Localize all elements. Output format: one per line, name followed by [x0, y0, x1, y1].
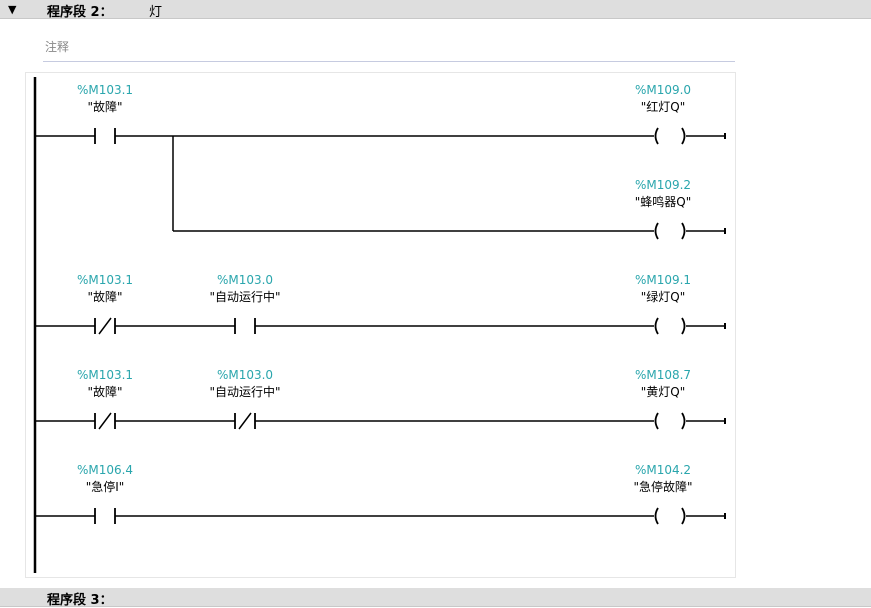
coil-address: %M104.2 [635, 463, 691, 477]
contact-address: %M103.1 [77, 368, 133, 382]
nc-contact[interactable] [94, 317, 116, 335]
coil-name: "黄灯Q" [641, 385, 686, 399]
contact-name: "自动运行中" [209, 289, 280, 304]
next-network-header[interactable]: 程序段 3： [0, 588, 871, 608]
contact-name: "故障" [87, 384, 122, 399]
coil-address: %M108.7 [635, 368, 691, 382]
coil[interactable] [654, 222, 686, 240]
network-title: 程序段 2： [47, 5, 113, 20]
coil-name: "红灯Q" [641, 99, 686, 114]
no-contact[interactable] [94, 128, 116, 144]
coil[interactable] [654, 317, 686, 335]
nc-contact[interactable] [234, 412, 256, 430]
nc-contact[interactable] [94, 412, 116, 430]
coil[interactable] [654, 507, 686, 525]
contact-address: %M103.1 [77, 83, 133, 97]
coil-address: %M109.2 [635, 178, 691, 192]
network-name[interactable]: 灯 [149, 5, 163, 20]
contact-name: "故障" [87, 99, 122, 114]
no-contact[interactable] [234, 318, 256, 334]
coil[interactable] [654, 127, 686, 145]
contact-address: %M103.1 [77, 273, 133, 287]
coil-name: "绿灯Q" [641, 289, 686, 304]
comment-field[interactable]: 注释 [43, 36, 735, 62]
coil-address: %M109.1 [635, 273, 691, 287]
contact-address: %M103.0 [217, 368, 273, 382]
contact-name: "故障" [87, 289, 122, 304]
coil-name: "蜂鸣器Q" [635, 194, 692, 209]
next-network-title: 程序段 3： [47, 593, 113, 608]
contact-name: "急停I" [86, 479, 125, 494]
coil-name: "急停故障" [633, 479, 692, 494]
no-contact[interactable] [94, 508, 116, 524]
collapse-triangle-icon[interactable]: ▼ [8, 3, 17, 16]
coil-address: %M109.0 [635, 83, 691, 97]
network-header[interactable]: ▼ 程序段 2： 灯 [0, 0, 871, 20]
contact-name: "自动运行中" [209, 384, 280, 399]
ladder-diagram[interactable] [25, 72, 736, 578]
contact-address: %M106.4 [77, 463, 133, 477]
coil[interactable] [654, 412, 686, 430]
contact-address: %M103.0 [217, 273, 273, 287]
